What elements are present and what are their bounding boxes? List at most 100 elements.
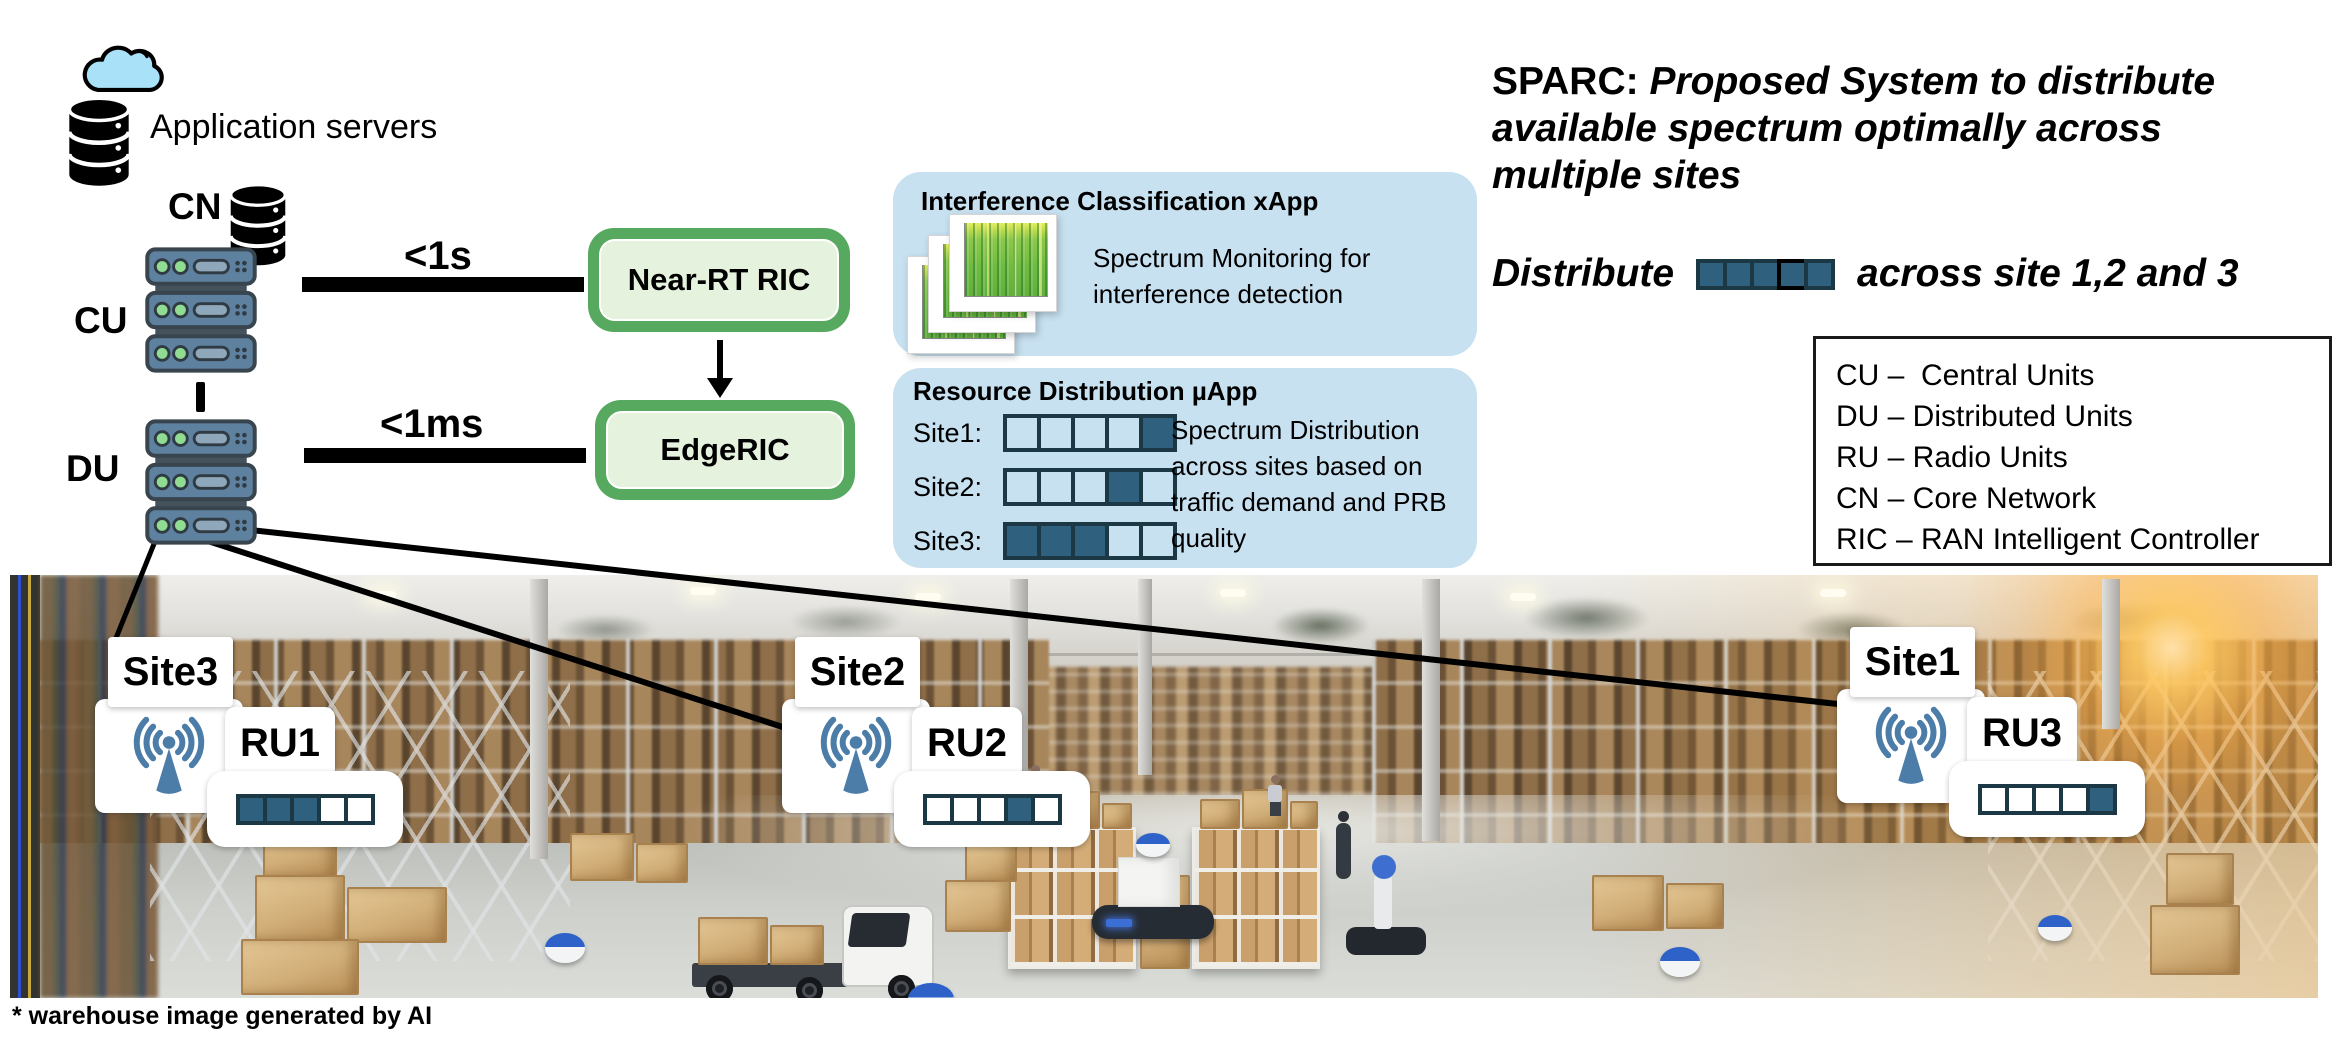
ceiling-light (1820, 589, 1846, 597)
legend-item-du: DU – Distributed Units (1836, 400, 2133, 433)
site3-spectrum-bar (1003, 522, 1177, 560)
warehouse-left-edge (10, 575, 40, 998)
cn-database-icon (228, 182, 288, 268)
near-rt-ric-box: Near-RT RIC (588, 228, 850, 332)
dome-robot (1660, 947, 1700, 977)
box (1290, 801, 1318, 829)
box (1666, 883, 1724, 929)
pillar (2102, 579, 2120, 729)
uapp-description: Spectrum Distribution across sites based… (1171, 415, 1447, 553)
ru-spectrum-bar (922, 793, 1062, 825)
antenna-icon (1863, 702, 1959, 790)
person (1268, 775, 1282, 816)
site-cluster-site1: Site1 RU3 (1837, 625, 2149, 839)
ru-spectrum-bar (235, 793, 375, 825)
ru-spectrum-bar (1977, 783, 2117, 815)
edgeric-box: EdgeRIC (595, 400, 855, 500)
ric-to-edgeric-arrow (717, 340, 723, 382)
distribute-suffix: across site 1,2 and 3 (1857, 252, 2239, 295)
box (2150, 905, 2240, 975)
near-rt-ric-label: Near-RT RIC (599, 239, 839, 321)
site-tag: Site1 (1850, 627, 1975, 697)
distribute-line: Distribute across site 1,2 and 3 (1492, 252, 2239, 296)
antenna-icon (808, 712, 904, 800)
box (1102, 803, 1132, 829)
dome-robot (545, 933, 585, 963)
uapp-row-site3: Site3: (913, 522, 1177, 560)
box (698, 917, 768, 965)
site-cluster-site3: Site3 RU1 (95, 635, 407, 849)
sparc-title: SPARC: Proposed System to distribute ava… (1492, 58, 2302, 199)
humanoid-robot (1336, 811, 1351, 879)
legend-item-cu: CU – Central Units (1836, 359, 2095, 392)
legend-item-ru: RU – Radio Units (1836, 441, 2068, 474)
sparc-prefix: SPARC: (1492, 60, 1639, 103)
ceiling-light (915, 593, 941, 601)
legend-item-ric: RIC – RAN Intelligent Controller (1836, 523, 2260, 556)
ru-spectrum-bar-panel (894, 771, 1090, 847)
uapp-row-site2: Site2: (913, 468, 1177, 506)
xapp-description: Spectrum Monitoring for interference det… (1093, 243, 1371, 309)
cu-label: CU (74, 300, 128, 341)
database-icon (66, 96, 132, 188)
ceiling-light (1510, 593, 1536, 601)
box (965, 840, 1017, 882)
box (241, 939, 359, 995)
distribute-spectrum-bar (1696, 258, 1836, 290)
cu-servers-icon (142, 246, 260, 374)
image-caption: * warehouse image generated by AI (12, 1002, 433, 1030)
distribute-prefix: Distribute (1492, 252, 1675, 295)
antenna-icon (121, 712, 217, 800)
cn-label: CN (168, 186, 222, 227)
dome-robot (2038, 915, 2072, 941)
uapp-title: Resource Distribution µApp (913, 376, 1258, 406)
site1-spectrum-bar (1003, 414, 1177, 452)
warehouse-wall-line (10, 653, 2318, 656)
du-label: DU (66, 448, 120, 489)
uapp-panel: Resource Distribution µApp Site1: Site2:… (893, 368, 1477, 568)
uapp-site2-label: Site2: (913, 471, 983, 502)
ru-tag: RU1 (225, 707, 335, 779)
site-tag: Site3 (108, 637, 233, 707)
xapp-title: Interference Classification xApp (921, 186, 1319, 216)
site-cluster-site2: Site2 RU2 (782, 635, 1094, 849)
ceiling-light (690, 587, 716, 595)
xapp-panel: Interference Classification xApp Spectru… (893, 172, 1477, 356)
sparc-statement: Proposed System to distribute available … (1492, 60, 2216, 197)
ru-spectrum-bar-panel (207, 771, 403, 847)
ric-to-edgeric-arrowhead (707, 378, 733, 398)
du-ric-latency-label: <1ms (380, 402, 484, 446)
ru-tag: RU2 (912, 707, 1022, 779)
cloud-icon (75, 36, 175, 98)
edgeric-label: EdgeRIC (606, 411, 844, 489)
box (945, 880, 1011, 932)
site-tag: Site2 (795, 637, 920, 707)
cu-du-connector (196, 382, 205, 412)
cu-ric-latency-label: <1s (404, 234, 472, 278)
site2-spectrum-bar (1003, 468, 1177, 506)
uapp-site3-label: Site3: (913, 525, 983, 556)
truck-wheel (796, 977, 823, 998)
spectrogram-icon (907, 214, 1083, 356)
du-edgeric-link (304, 448, 586, 463)
box (347, 887, 447, 943)
box (1200, 799, 1240, 829)
box (770, 925, 824, 965)
legend-box: CU – Central Units DU – Distributed Unit… (1813, 336, 2332, 566)
box (1592, 875, 1664, 931)
ru-spectrum-bar-panel (1949, 761, 2145, 837)
ceiling-light (1220, 589, 1246, 597)
truck (692, 897, 942, 998)
box (570, 833, 634, 881)
ru-tag: RU3 (1967, 697, 2077, 769)
uapp-site1-label: Site1: (913, 417, 983, 448)
pillar (1422, 579, 1440, 841)
truck-wheel (706, 975, 733, 998)
box (636, 843, 688, 883)
du-servers-icon (142, 418, 260, 546)
legend-item-cn: CN – Core Network (1836, 482, 2097, 515)
dome-robot (908, 983, 954, 998)
app-servers-label: Application servers (150, 108, 438, 146)
